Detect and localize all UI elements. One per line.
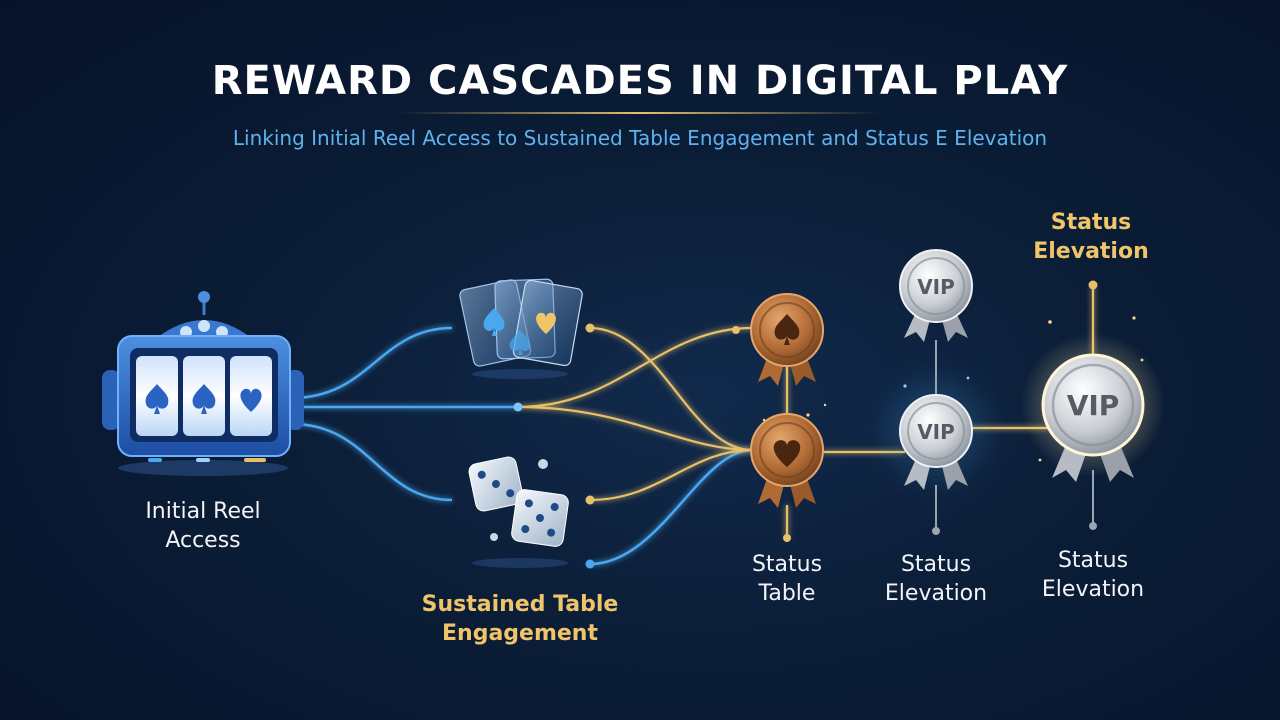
- flow-nodes: [513, 280, 1098, 569]
- gold-flow-dice-to-heart: [589, 448, 753, 502]
- vip-badge-top-text: VIP: [917, 275, 955, 299]
- node-center: [513, 402, 523, 412]
- title-divider: [400, 112, 880, 114]
- slot-machine-icon: [102, 291, 304, 476]
- vip-badge-big-text: VIP: [1067, 389, 1120, 422]
- node-spade-left: [732, 326, 740, 334]
- playing-cards-icon: [459, 278, 583, 379]
- bronze-heart-medal-icon: [750, 413, 824, 508]
- page-subtitle: Linking Initial Reel Access to Sustained…: [232, 126, 1048, 150]
- node-vip-down: [932, 527, 940, 535]
- blue-flow-to-dice: [291, 422, 453, 502]
- page-title: REWARD CASCADES IN DIGITAL PLAY: [211, 58, 1069, 104]
- gold-flow-lines: [517, 286, 1095, 538]
- gold-flow-center-to-heart: [517, 405, 753, 452]
- label-status-elevation-mid: Status Elevation: [884, 552, 988, 606]
- bronze-spade-medal-icon: [750, 293, 824, 386]
- gold-flow-cards-to-heart: [589, 326, 753, 452]
- vip-badge-big: VIP: [1021, 333, 1165, 482]
- vip-badge-mid-text: VIP: [917, 420, 955, 444]
- node-big-down: [1089, 522, 1097, 530]
- blue-flow-lines: [291, 326, 753, 566]
- node-cards: [585, 323, 595, 333]
- dice-icon: [468, 456, 569, 568]
- label-status-table: Status Table: [751, 552, 823, 606]
- vip-badge-mid: VIP: [886, 380, 986, 490]
- node-heart-down: [783, 534, 791, 542]
- node-dice: [585, 495, 595, 505]
- gold-flow-center-to-spade: [517, 326, 753, 409]
- label-sustained-table-engagement: Sustained Table Engagement: [421, 592, 619, 646]
- label-status-elevation-top: Status Elevation: [1033, 210, 1149, 264]
- blue-flow-to-cards: [291, 326, 453, 400]
- vip-badge-top: VIP: [899, 249, 973, 342]
- label-initial-reel-access: Initial Reel Access: [145, 499, 261, 553]
- label-status-elevation-bottom: Status Elevation: [1041, 548, 1145, 602]
- blue-flow-bottom: [589, 448, 753, 566]
- node-bottom: [585, 559, 595, 569]
- node-big-top: [1088, 280, 1098, 290]
